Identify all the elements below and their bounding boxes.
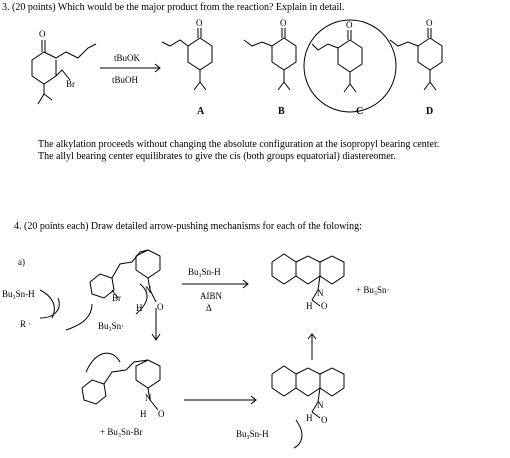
product-d-structure [389,28,443,91]
q3-br-start: Br [66,79,75,89]
product-a-structure [161,28,213,91]
q4-substrate-n: N [145,285,152,295]
q4-byproduct: + Bu₃Sn-Br [100,427,143,437]
q4-tin-radical: Bu₃Sn· [98,321,125,331]
radical-intermediate-structure [81,352,161,411]
q4-bottom-h: H [306,413,313,423]
q4-left-reagent: Bu₃Sn-H [2,289,35,299]
q3-reagent-bottom: tBuOH [112,75,139,85]
q4-reagent-mid: AIBN [200,291,222,301]
q4-radical-init: R · [20,319,32,329]
q4-substrate-h: H [136,303,143,313]
top-product-structure [271,253,345,307]
q4-bottom-n: N [317,400,324,410]
label-a: A [197,106,205,117]
cyclized-radical-structure [271,365,345,449]
q3-o-d: O [426,18,433,28]
q3-o-a: O [196,18,203,28]
q3-o-start: O [39,29,46,39]
q4-top-product-o: O [321,301,328,311]
q4-top-product-h: H [306,301,313,311]
q4-mid-o: O [158,409,165,419]
q4-substrate-o: O [157,302,164,312]
label-c: C [356,106,364,117]
q3-o-b: O [280,18,287,28]
q3-o-c: O [346,20,353,30]
q4-mid-h: H [140,409,147,419]
q4-bottom-o: O [321,415,328,425]
q3-answer-line-1: The alkylation proceeds without changing… [38,139,440,150]
q4-reagent-bottom: Δ [206,303,212,313]
q3-answer-line-2: The allyl bearing center equilibrates to… [38,151,396,162]
question-3-text: 3. (20 points) Which would be the major … [2,2,345,13]
starting-material-structure [31,40,97,105]
question-3-scheme [31,19,443,113]
question-4-text: 4. (20 points each) Draw detailed arrow-… [14,221,362,232]
product-c-structure [303,19,397,113]
q4-mid-n: N [145,393,152,403]
q4-product-extra: + Bu₃Sn· [356,285,390,295]
label-d: D [426,106,434,117]
q4-bottom-reagent: Bu₃Sn-H [236,429,269,439]
label-b: B [278,106,285,117]
q3-reagent-top: tBuOK [114,53,141,63]
product-b-structure [243,28,297,91]
part-a-label: a) [18,257,25,267]
q4-substrate-br: Br [112,293,121,303]
q4-top-product-n: N [317,288,324,298]
substrate-structure [89,249,161,303]
q4-reagent-top: Bu₃Sn-H [188,267,221,277]
